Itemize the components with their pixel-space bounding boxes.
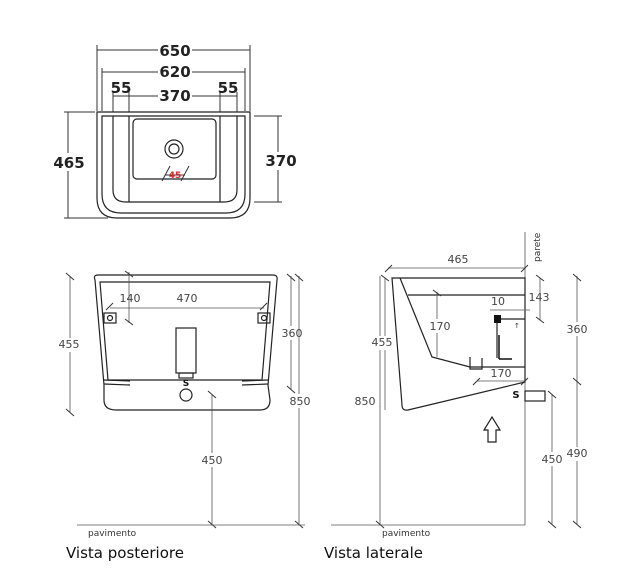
rear-view: S 140 470 455 360 850 450 xyxy=(56,270,311,562)
dim-rear-total-height: 850 xyxy=(290,395,311,408)
rear-drain-column xyxy=(175,327,197,374)
tick xyxy=(286,273,296,282)
up-arrow-icon xyxy=(482,415,502,443)
rear-rib xyxy=(103,383,131,386)
tick xyxy=(124,270,134,278)
tick xyxy=(294,520,304,529)
drain-hole-inner xyxy=(168,143,180,155)
dim-right-offset: 55 xyxy=(218,79,239,97)
tick xyxy=(432,289,442,297)
supply-arrow-icon: ↑ xyxy=(514,322,520,330)
tick xyxy=(520,377,529,386)
tick xyxy=(259,302,268,311)
basin-rim-outline xyxy=(101,115,246,214)
side-drain-label: S xyxy=(512,390,519,401)
tick xyxy=(520,264,529,273)
dim-drain-distance: 170 xyxy=(491,367,512,380)
dim-overall-depth: 465 xyxy=(53,154,84,172)
tick xyxy=(65,408,75,417)
tick xyxy=(380,274,390,282)
wall-label: parete xyxy=(533,232,543,262)
dim-overall-width: 650 xyxy=(159,42,190,60)
basin-inner-outline xyxy=(112,116,238,203)
drain-dim-tick xyxy=(161,165,171,182)
rear-rib xyxy=(241,379,269,382)
dim-inner-width: 620 xyxy=(159,63,190,81)
tick xyxy=(375,520,385,529)
dim-pipe-offset: 10 xyxy=(491,295,505,308)
dim-bracket-spacing: 470 xyxy=(177,292,198,305)
side-body-outline xyxy=(391,277,526,411)
tick xyxy=(535,274,545,282)
side-view: parete 465 ↑ 10 143 170 xyxy=(324,232,590,562)
dim-side-height: 455 xyxy=(372,336,393,349)
rear-body-outline xyxy=(93,274,278,411)
dim-side-bracket-height: 360 xyxy=(567,323,588,336)
rear-rib xyxy=(103,379,131,382)
basin-outer-outline xyxy=(96,111,251,219)
floor-label-side: pavimento xyxy=(382,529,431,539)
dim-basin-depth-side: 170 xyxy=(430,320,451,333)
rear-drain-label: S xyxy=(183,379,189,389)
bracket-hole xyxy=(106,314,114,322)
tick xyxy=(472,377,481,386)
tick xyxy=(384,264,393,273)
dim-left-offset: 55 xyxy=(111,79,132,97)
tick xyxy=(535,316,545,324)
dim-side-drain-height: 450 xyxy=(542,453,563,466)
tick xyxy=(547,390,557,399)
tick xyxy=(207,390,217,399)
floor-label: pavimento xyxy=(88,529,137,539)
dim-side-total-height: 850 xyxy=(355,395,376,408)
top-view: 650 620 55 370 55 45 465 xyxy=(52,40,297,219)
side-view-caption: Vista laterale xyxy=(324,544,423,562)
tick xyxy=(286,385,296,394)
dim-rear-drain-height: 450 xyxy=(202,454,223,467)
rear-rib xyxy=(241,383,269,386)
tick xyxy=(572,273,582,282)
tick xyxy=(572,377,582,386)
drain-dim-tick xyxy=(180,165,190,182)
dim-center-width: 370 xyxy=(159,87,190,105)
tick xyxy=(207,520,217,529)
tick xyxy=(65,272,75,281)
bracket-hole xyxy=(260,314,268,322)
dim-basin-depth: 370 xyxy=(265,152,296,170)
dim-drain-diameter: 45 xyxy=(169,171,182,181)
basin-bowl xyxy=(132,118,217,180)
tick xyxy=(572,520,582,529)
tick xyxy=(105,302,114,311)
wall-bracket-right xyxy=(257,312,271,324)
supply-valve-icon xyxy=(494,315,501,323)
wall-bracket-left xyxy=(103,312,117,324)
tick xyxy=(294,273,304,282)
dim-supply-height: 490 xyxy=(567,447,588,460)
side-drain-trap xyxy=(469,357,483,370)
dim-rear-height: 455 xyxy=(59,338,80,351)
drain-hole-icon xyxy=(164,139,184,159)
side-bowl-profile xyxy=(399,277,525,368)
rear-drain-hole xyxy=(179,388,193,402)
rear-view-caption: Vista posteriore xyxy=(66,544,184,562)
rear-drain-neck xyxy=(178,372,194,379)
tick xyxy=(124,318,134,326)
dim-bracket-offset: 140 xyxy=(120,292,141,305)
dim-rear-bracket-height: 360 xyxy=(282,327,303,340)
dim-side-depth: 465 xyxy=(448,253,469,266)
dim-top-to-supply: 143 xyxy=(529,291,550,304)
side-drain-pipe xyxy=(524,390,546,402)
tick xyxy=(547,520,557,529)
